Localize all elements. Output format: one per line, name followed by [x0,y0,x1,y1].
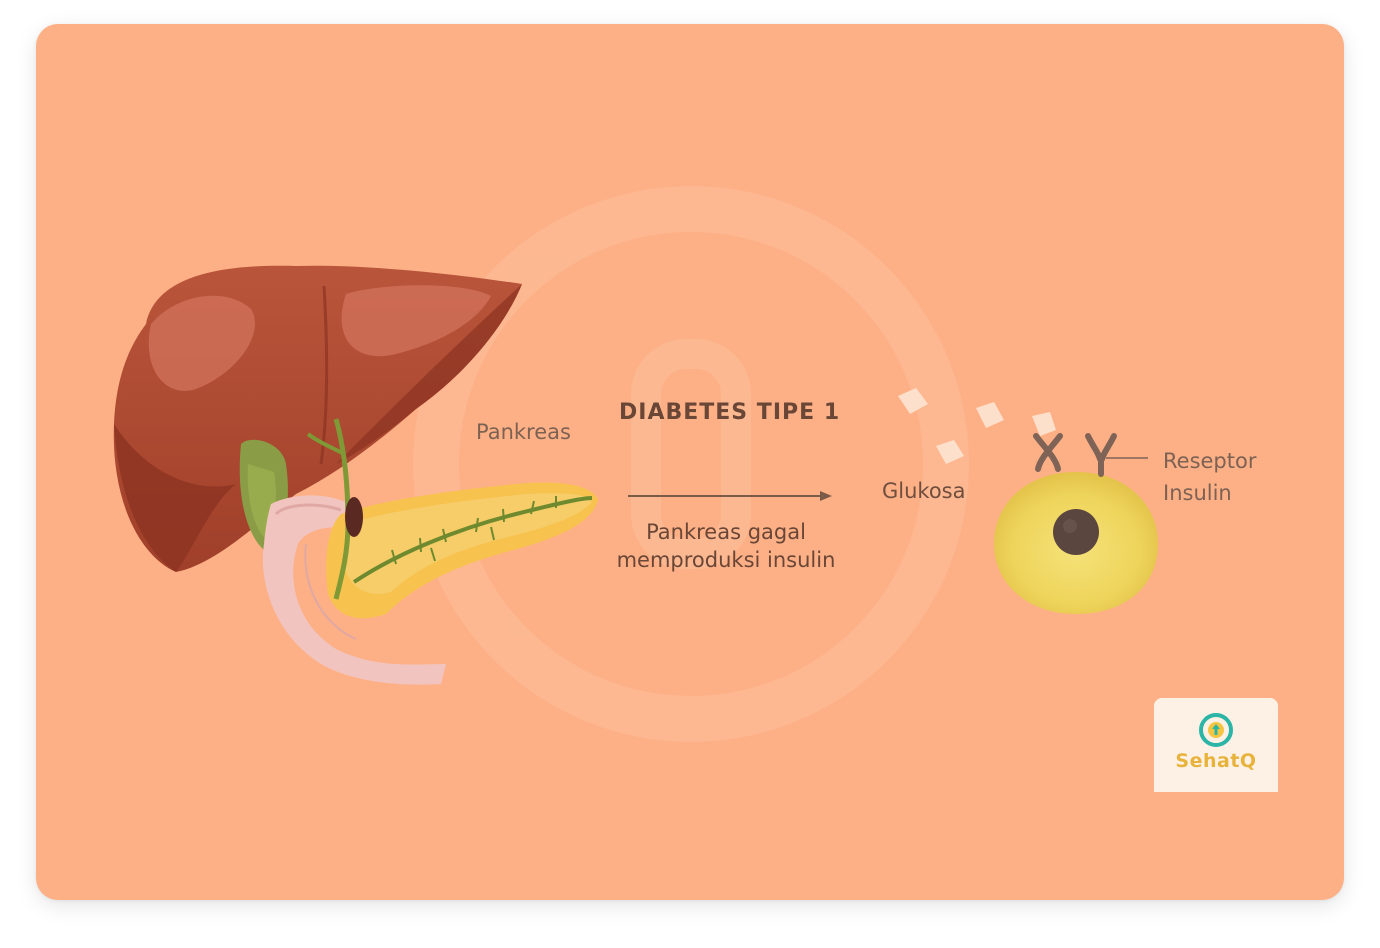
glucose-particles [898,388,1056,464]
diabetes-type-1-illustration [113,186,1158,742]
caption-line-1: Pankreas gagal [646,520,806,544]
glucose-particle [936,440,964,464]
liver-organ [113,265,522,572]
glucose-particle [1032,412,1056,436]
body-cell [994,472,1158,614]
diagram-title: DIABETES TIPE 1 [619,400,841,425]
glucose-label: Glukosa [882,479,966,503]
glucose-particle [976,402,1004,428]
receptor-label-line-1: Reseptor [1163,449,1257,473]
arrow-caption: Pankreas gagal memproduksi insulin [576,518,876,574]
illustration-card: DIABETES TIPE 1 Pankreas Pankreas gagal … [36,24,1344,900]
process-arrow [628,491,832,501]
pancreas-organ [306,418,598,619]
duodenum [262,495,446,685]
sehatq-logo: SehatQ [1154,698,1278,792]
caption-line-2: memproduksi insulin [616,548,836,572]
brand-name: SehatQ [1175,750,1257,772]
insulin-receptors [1033,433,1117,477]
receptor-label: Reseptor Insulin [1163,445,1256,509]
glucose-particle [898,388,928,414]
sehatq-logo-icon [1199,713,1233,747]
pancreas-label: Pankreas [476,420,571,444]
cell-nucleus [1053,509,1099,555]
receptor-label-line-2: Insulin [1163,481,1232,505]
